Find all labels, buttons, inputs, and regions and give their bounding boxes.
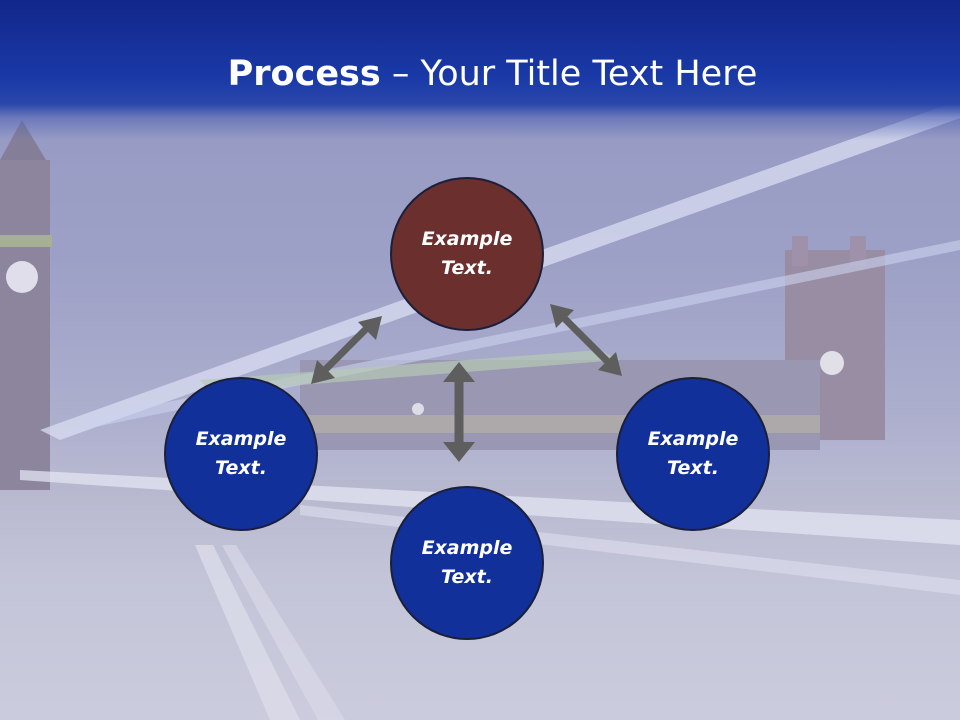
road-marking (195, 545, 300, 720)
bottom-node-label: Example Text. (421, 537, 513, 588)
right-node-label: Example Text. (647, 428, 739, 479)
title-bold: Process (227, 54, 381, 94)
center-node[interactable]: Example Text. (390, 177, 544, 331)
clock-face (6, 261, 38, 293)
parliament-turret (792, 236, 808, 266)
center-node-label: Example Text. (421, 228, 513, 279)
title-bar (0, 0, 960, 140)
parliament-turret (850, 236, 866, 266)
double-arrow-right (550, 304, 622, 376)
street-lamp (412, 403, 424, 415)
left-node[interactable]: Example Text. (164, 377, 318, 531)
left-node-label: Example Text. (195, 428, 287, 479)
page-title: Process – Your Title Text Here (0, 50, 960, 98)
title-rest: – Your Title Text Here (380, 54, 758, 94)
street-lamp (820, 351, 844, 375)
light-trail-green (200, 350, 620, 392)
road-marking (222, 545, 345, 720)
right-node[interactable]: Example Text. (616, 377, 770, 531)
clock-tower-spire (0, 120, 46, 160)
clock-tower-lights (0, 235, 52, 247)
double-arrow-center (443, 362, 475, 462)
double-arrow-left (311, 316, 382, 384)
clock-tower (0, 160, 50, 490)
bottom-node[interactable]: Example Text. (390, 486, 544, 640)
